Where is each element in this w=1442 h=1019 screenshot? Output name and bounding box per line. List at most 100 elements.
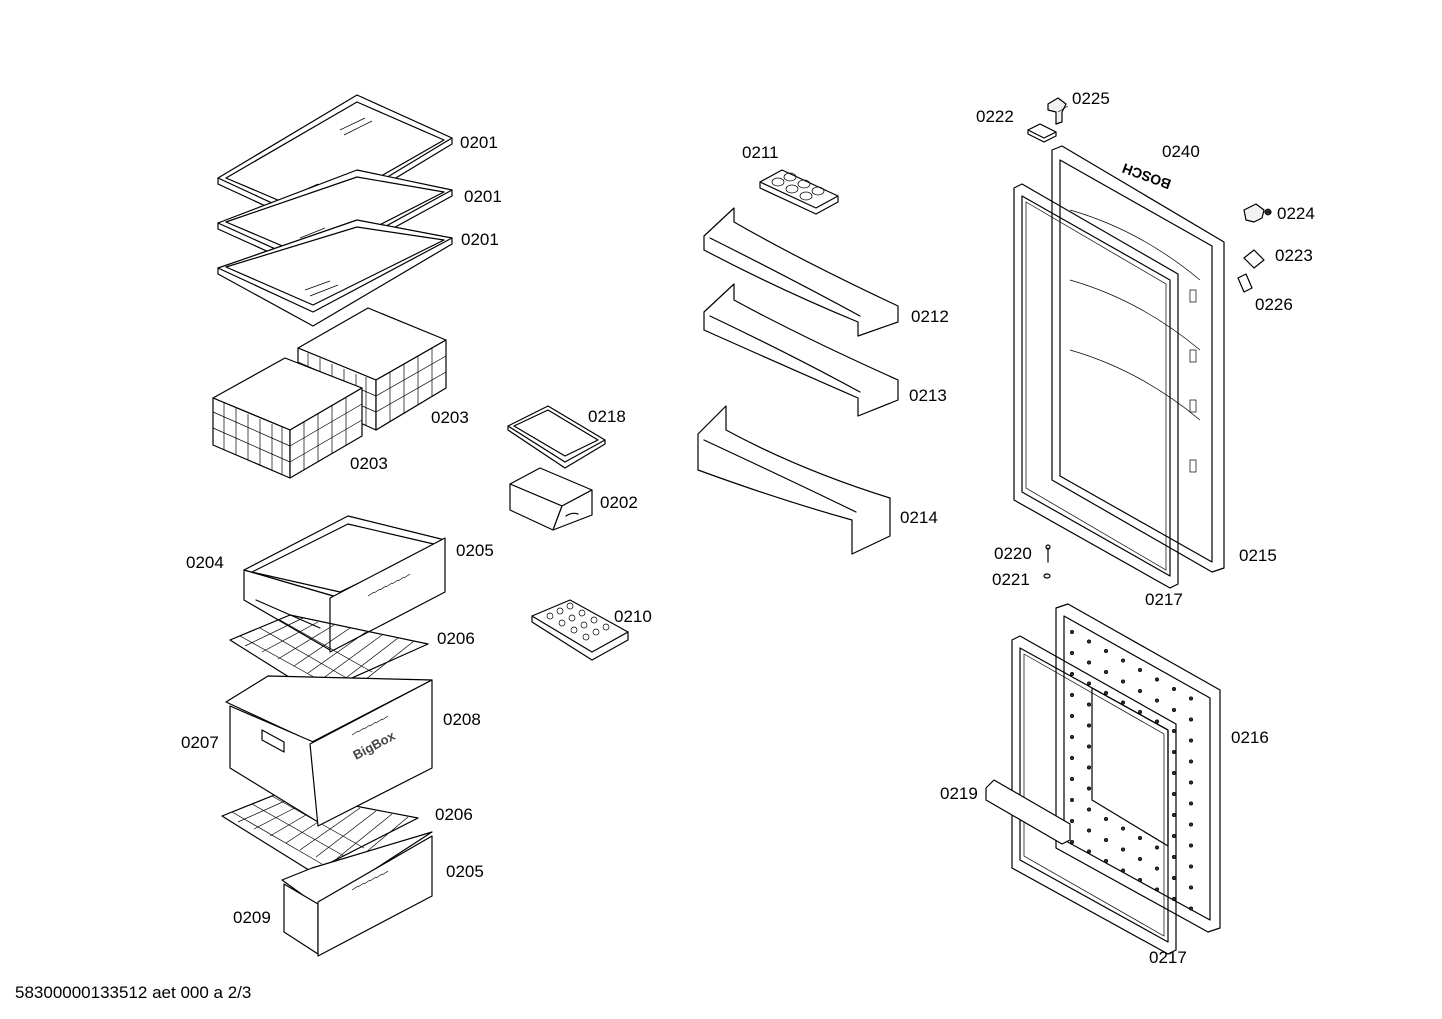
freezer-panel-dot [1121,658,1126,663]
freezer-panel-dot [1172,897,1177,902]
freezer-panel-dot [1087,786,1092,791]
freezer-panel-dot [1070,756,1075,761]
screw-0220 [1045,544,1051,563]
freezer-panel-dot [1189,906,1194,911]
freezer-panel-dot [1189,780,1194,785]
freezer-panel-dot [1087,681,1092,686]
freezer-panel-dot [1172,750,1177,755]
freezer-panel-dot [1070,714,1075,719]
freezer-panel-dot [1172,729,1177,734]
freezer-panel-dot [1104,649,1109,654]
freezer-panel-dot [1070,630,1075,635]
freezer-panel-dot [1087,660,1092,665]
label-0202: 0202 [600,493,638,512]
freezer-panel-dot [1138,857,1143,862]
freezer-panel-dot [1087,702,1092,707]
label-0222: 0222 [976,107,1014,126]
freezer-panel-dot [1172,792,1177,797]
drawer-upper [243,515,446,653]
freezer-panel-dot [1172,708,1177,713]
freezer-panel-dot [1087,849,1092,854]
label-0201-top: 0201 [460,133,498,152]
freezer-panel-dot [1138,710,1143,715]
label-0213: 0213 [909,386,947,405]
freezer-panel-dot [1121,847,1126,852]
label-0201-middle: 0201 [464,187,502,206]
door-shelf-1 [703,207,899,337]
label-0215: 0215 [1239,546,1277,565]
freezer-panel-dot [1104,859,1109,864]
freezer-panel-dot [1172,813,1177,818]
freezer-panel-dot [1155,719,1160,724]
hinge-right-0224 [1243,203,1272,223]
label-0226: 0226 [1255,295,1293,314]
label-0203-rear: 0203 [431,408,469,427]
label-0219: 0219 [940,784,978,803]
freezer-panel-dot [1138,668,1143,673]
freezer-panel-dot [1138,836,1143,841]
label-0218: 0218 [588,407,626,426]
freezer-panel-dot [1189,696,1194,701]
label-0223: 0223 [1275,246,1313,265]
label-0211: 0211 [742,143,779,162]
freezer-panel-dot [1172,876,1177,881]
label-0220: 0220 [994,544,1032,563]
label-0204: 0204 [186,553,224,572]
freezer-panel-dot [1172,834,1177,839]
freezer-panel-dot [1155,677,1160,682]
freezer-panel-dot [1172,855,1177,860]
bracket-0222 [1027,123,1057,143]
freezer-panel-dot [1189,738,1194,743]
glass-shelf-bottom [217,219,453,327]
label-0201-bottom: 0201 [461,230,499,249]
label-0208: 0208 [443,710,481,729]
bigbox-drawer: BigBox [225,675,433,827]
label-0206-lower: 0206 [435,805,473,824]
document-footer-code: 58300000133512 aet 000 a 2/3 [15,983,251,1002]
freezer-door [1055,603,1221,933]
cap-0226 [1237,273,1253,293]
label-0225: 0225 [1072,89,1110,108]
freezer-panel-dot [1155,866,1160,871]
door-shelf-2 [703,283,899,417]
label-0224: 0224 [1277,204,1315,223]
freezer-panel-dot [1121,700,1126,705]
freezer-panel-dot [1189,717,1194,722]
label-0217-upper: 0217 [1145,590,1183,609]
freezer-panel-dot [1155,887,1160,892]
freezer-panel-dot [1070,819,1075,824]
label-0205-upper: 0205 [456,541,494,560]
freezer-panel-dot [1189,885,1194,890]
label-0206-upper: 0206 [437,629,475,648]
freezer-panel-dot [1155,845,1160,850]
freezer-panel-dot [1121,868,1126,873]
freezer-panel-dot [1138,689,1143,694]
freezer-door-handle [985,779,1071,845]
part-number-labels: 0201 0201 0201 0203 0203 0218 0202 0204 … [181,89,1315,967]
label-0221: 0221 [992,570,1030,589]
label-0217-lower: 0217 [1149,948,1187,967]
freezer-panel-dot [1104,817,1109,822]
door-shelf-3 [697,405,891,555]
drawer-lower [281,831,433,957]
label-0203-front: 0203 [350,454,388,473]
label-0210: 0210 [614,607,652,626]
freezer-panel-dot [1087,807,1092,812]
freezer-panel-dot [1104,670,1109,675]
freezer-panel-dot [1172,771,1177,776]
label-0214: 0214 [900,508,938,527]
label-0212: 0212 [911,307,949,326]
freezer-panel-dot [1070,777,1075,782]
freezer-panel-dot [1104,838,1109,843]
label-0216: 0216 [1231,728,1269,747]
freezer-panel-dot [1087,765,1092,770]
freezer-panel-dot [1189,822,1194,827]
washer-0221 [1043,573,1051,579]
tray-cover [507,405,606,469]
fridge-door: BOSCH [1051,145,1225,573]
ice-cube-tray [531,599,629,661]
egg-tray [759,169,839,215]
freezer-panel-dot [1087,828,1092,833]
clip-0223 [1243,249,1265,269]
freezer-panel-dot [1087,639,1092,644]
